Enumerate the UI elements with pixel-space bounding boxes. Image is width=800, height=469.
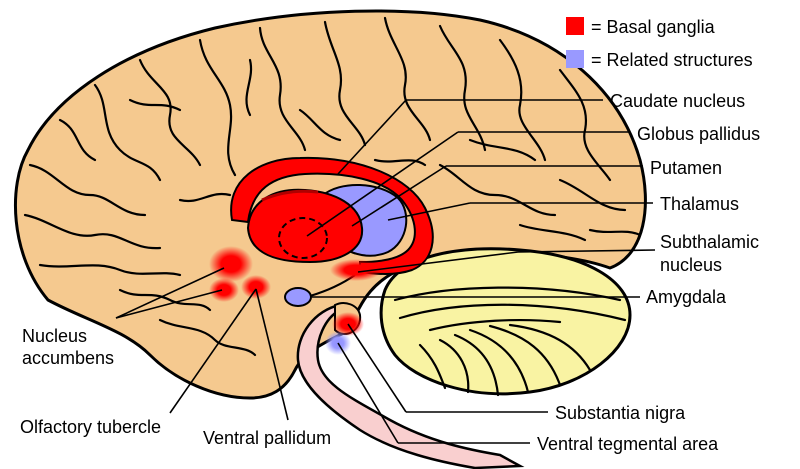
label-subthalamic-1: Subthalamic (660, 232, 759, 252)
label-ventral-pallidum: Ventral pallidum (203, 428, 331, 448)
label-vta: Ventral tegmental area (537, 434, 719, 454)
label-amygdala: Amygdala (646, 287, 727, 307)
label-caudate: Caudate nucleus (610, 91, 745, 111)
label-olfactory: Olfactory tubercle (20, 417, 161, 437)
amygdala-shape (284, 287, 312, 307)
label-substantia: Substantia nigra (555, 403, 686, 423)
leader-lines (115, 99, 656, 444)
legend-related-label: = Related structures (591, 50, 753, 70)
labels: Caudate nucleus Globus pallidus Putamen … (20, 91, 760, 454)
legend-basal-label: = Basal ganglia (591, 17, 716, 37)
brainstem (296, 303, 525, 469)
label-globus: Globus pallidus (637, 124, 760, 144)
putamen-shape (246, 188, 364, 264)
label-thalamus: Thalamus (660, 194, 739, 214)
globus-pallidus-shape (278, 217, 328, 259)
label-putamen: Putamen (650, 158, 722, 178)
legend-swatch-related (566, 50, 584, 68)
label-subthalamic-2: nucleus (660, 255, 722, 275)
label-accumbens-2: accumbens (22, 348, 114, 368)
label-accumbens-1: Nucleus (22, 326, 87, 346)
legend-swatch-basal (566, 17, 584, 35)
cerebellum (379, 247, 632, 397)
legend: = Basal ganglia = Related structures (566, 17, 753, 70)
